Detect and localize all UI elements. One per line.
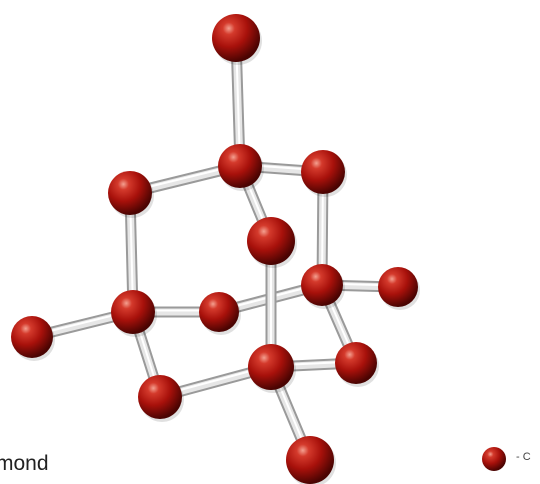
carbon-atom-upper (218, 144, 262, 188)
carbon-atom-left (108, 171, 152, 215)
legend-atom-icon (482, 447, 506, 471)
carbon-atom-lower (248, 344, 294, 390)
carbon-atom-middle (199, 292, 239, 332)
bonds-layer (26, 32, 404, 466)
carbon-atom-midRight (301, 264, 343, 306)
carbon-atom-lowerLeft (138, 375, 182, 419)
legend: - C (480, 444, 540, 474)
carbon-atom-farLeft (11, 316, 53, 358)
carbon-atom-midLeft (111, 290, 155, 334)
atoms-layer (11, 14, 420, 484)
carbon-atom-top (212, 14, 260, 62)
caption-text: mond (0, 452, 49, 475)
legend-label: - C (516, 451, 531, 463)
carbon-atom-lowerRight (335, 342, 377, 384)
carbon-atom-center (247, 217, 295, 265)
carbon-atom-upperRight (301, 150, 345, 194)
carbon-atom-farRight (378, 267, 418, 307)
carbon-atom-bottom (286, 436, 334, 484)
